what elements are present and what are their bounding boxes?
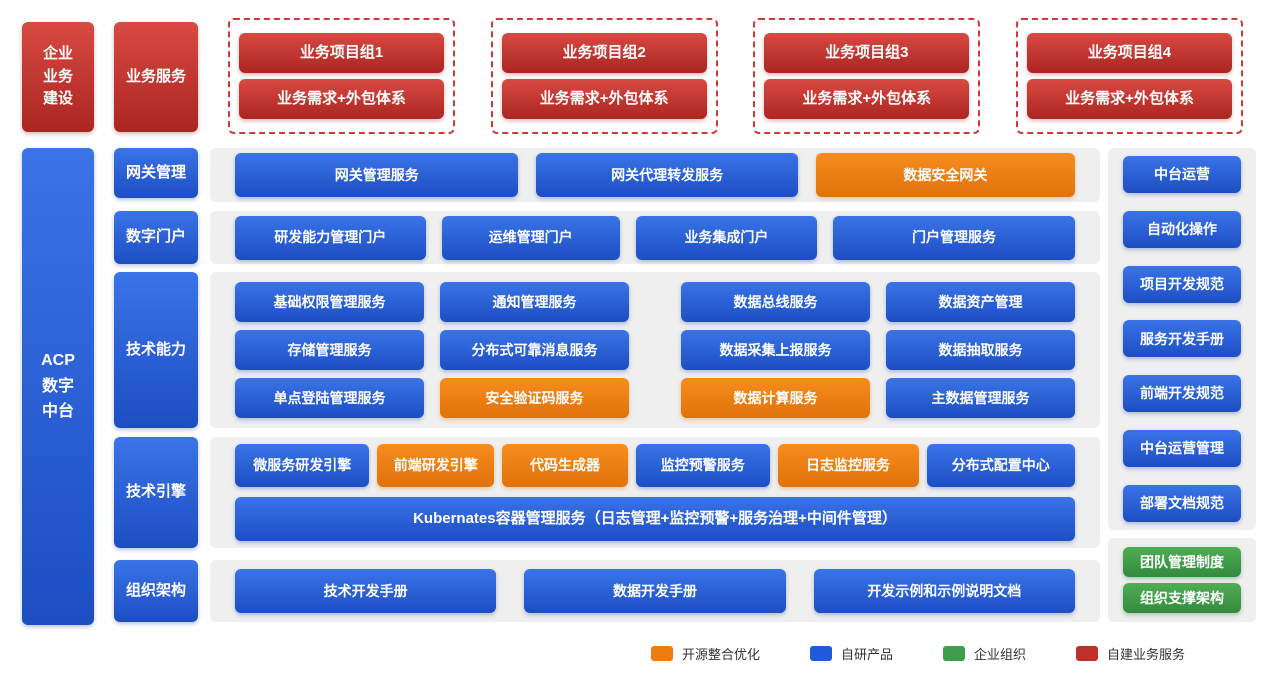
acp-digital-middle-platform-block: ACP 数字 中台: [22, 148, 94, 625]
enterprise-business-construction-block: 企业 业务 建设: [22, 22, 94, 132]
green-panel-item: 团队管理制度: [1123, 547, 1241, 577]
capability-row-2: 存储管理服务 分布式可靠消息服务 数据采集上报服务 数据抽取服务: [235, 330, 1075, 370]
engine-item: 日志监控服务: [777, 444, 919, 487]
right-panel-item: 部署文档规范: [1123, 484, 1241, 522]
right-operations-panel: 中台运营 自动化操作 项目开发规范 服务开发手册 前端开发规范 中台运营管理 部…: [1108, 148, 1256, 530]
legend-swatch-green: [942, 646, 965, 661]
right-panel-item: 自动化操作: [1123, 210, 1241, 248]
capability-row-3: 单点登陆管理服务 安全验证码服务 数据计算服务 主数据管理服务: [235, 378, 1075, 418]
legend-item: 自研产品: [809, 644, 893, 663]
capability-item: 安全验证码服务: [440, 378, 629, 418]
capability-item: 数据计算服务: [681, 378, 870, 418]
capability-item: 主数据管理服务: [886, 378, 1075, 418]
category-technical-engine: 技术引擎: [114, 437, 198, 548]
portal-row-panel: 研发能力管理门户 运维管理门户 业务集成门户 门户管理服务: [210, 211, 1100, 264]
category-gateway-management: 网关管理: [114, 148, 198, 198]
engine-row: 微服务研发引擎 前端研发引擎 代码生成器 监控预警服务 日志监控服务 分布式配置…: [235, 444, 1075, 487]
capability-item: 数据采集上报服务: [681, 330, 870, 370]
legend-item: 开源整合优化: [650, 644, 760, 663]
legend-swatch-red: [1075, 646, 1098, 661]
gateway-row-item: 网关管理服务: [235, 153, 519, 197]
legend-item: 自建业务服务: [1075, 644, 1185, 663]
gateway-row-item: 数据安全网关: [815, 153, 1075, 197]
capability-item: 分布式可靠消息服务: [440, 330, 629, 370]
green-panel-item: 组织支撑架构: [1123, 583, 1241, 613]
engine-item: 分布式配置中心: [926, 444, 1075, 487]
gateway-row-panel: 网关管理服务 网关代理转发服务 数据安全网关: [210, 148, 1100, 202]
right-panel-item: 中台运营管理: [1123, 430, 1241, 468]
capability-item: 基础权限管理服务: [235, 282, 424, 322]
portal-row-item: 运维管理门户: [441, 215, 620, 260]
right-panel-item: 前端开发规范: [1123, 375, 1241, 413]
project-group-subtitle: 业务需求+外包体系: [239, 79, 444, 119]
category-technical-capability: 技术能力: [114, 272, 198, 428]
legend-swatch-orange: [650, 646, 673, 661]
right-organization-panel: 团队管理制度 组织支撑架构: [1108, 538, 1256, 622]
org-row-item: 技术开发手册: [235, 569, 497, 613]
category-digital-portal: 数字门户: [114, 211, 198, 264]
project-group-subtitle: 业务需求+外包体系: [1026, 79, 1232, 119]
category-organization-structure: 组织架构: [114, 560, 198, 622]
business-project-groups: 业务项目组1 业务需求+外包体系 业务项目组2 业务需求+外包体系 业务项目组3…: [228, 18, 1243, 134]
engine-item: 前端研发引擎: [377, 444, 495, 487]
right-panel-item: 中台运营: [1123, 156, 1241, 193]
project-group-subtitle: 业务需求+外包体系: [501, 79, 707, 119]
capability-item: 数据总线服务: [681, 282, 870, 322]
column-spacer: [645, 282, 665, 322]
project-group-title: 业务项目组4: [1026, 33, 1232, 73]
column-spacer: [645, 378, 665, 418]
legend-label: 企业组织: [973, 647, 1026, 662]
capability-item: 存储管理服务: [235, 330, 424, 370]
org-row-item: 开发示例和示例说明文档: [813, 569, 1075, 613]
organization-row-panel: 技术开发手册 数据开发手册 开发示例和示例说明文档: [210, 560, 1100, 622]
capability-item: 单点登陆管理服务: [235, 378, 424, 418]
capability-row-1: 基础权限管理服务 通知管理服务 数据总线服务 数据资产管理: [235, 282, 1075, 322]
business-project-group-4: 业务项目组4 业务需求+外包体系: [1015, 18, 1243, 134]
right-panel-item: 项目开发规范: [1123, 265, 1241, 303]
project-group-subtitle: 业务需求+外包体系: [764, 79, 970, 119]
right-panel-item: 服务开发手册: [1123, 320, 1241, 358]
kubernetes-container-service-bar: Kubernates容器管理服务（日志管理+监控预警+服务治理+中间件管理）: [235, 497, 1075, 541]
business-project-group-3: 业务项目组3 业务需求+外包体系: [753, 18, 981, 134]
capability-item: 数据抽取服务: [886, 330, 1075, 370]
business-project-group-2: 业务项目组2 业务需求+外包体系: [490, 18, 718, 134]
legend-label: 自建业务服务: [1106, 647, 1185, 662]
capability-panel: 基础权限管理服务 通知管理服务 数据总线服务 数据资产管理 存储管理服务 分布式…: [210, 272, 1100, 428]
portal-row-item: 业务集成门户: [635, 215, 818, 260]
engine-item: 代码生成器: [502, 444, 629, 487]
business-project-group-1: 业务项目组1 业务需求+外包体系: [228, 18, 455, 134]
legend: 开源整合优化 自研产品 企业组织 自建业务服务: [650, 644, 1185, 663]
portal-row-item: 研发能力管理门户: [235, 215, 426, 260]
legend-label: 自研产品: [840, 647, 893, 662]
business-services-block: 业务服务: [114, 22, 198, 132]
org-row-item: 数据开发手册: [524, 569, 786, 613]
legend-label: 开源整合优化: [681, 647, 760, 662]
legend-item: 企业组织: [942, 644, 1026, 663]
legend-swatch-blue: [809, 646, 832, 661]
project-group-title: 业务项目组3: [764, 33, 970, 73]
capability-item: 通知管理服务: [440, 282, 629, 322]
capability-item: 数据资产管理: [886, 282, 1075, 322]
portal-row-item: 门户管理服务: [833, 215, 1075, 260]
engine-item: 监控预警服务: [636, 444, 770, 487]
gateway-row-item: 网关代理转发服务: [536, 153, 798, 197]
project-group-title: 业务项目组1: [239, 33, 444, 73]
engine-item: 微服务研发引擎: [235, 444, 370, 487]
engine-panel: 微服务研发引擎 前端研发引擎 代码生成器 监控预警服务 日志监控服务 分布式配置…: [210, 437, 1100, 548]
column-spacer: [645, 330, 665, 370]
project-group-title: 业务项目组2: [501, 33, 707, 73]
